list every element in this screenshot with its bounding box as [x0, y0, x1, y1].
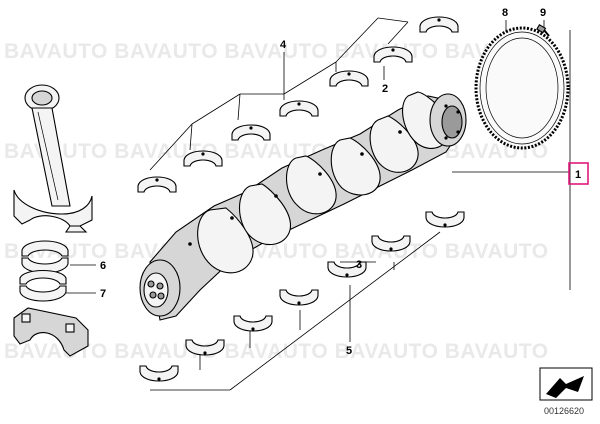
callout-3: 3: [356, 259, 362, 271]
bearing-shell-bottom-1: [425, 211, 465, 228]
document-number: 00126620: [544, 406, 584, 416]
callout-7: 7: [100, 288, 106, 300]
crankshaft: [139, 91, 467, 321]
bearing-shell-top-7: [137, 176, 177, 193]
callout-1: 1: [575, 169, 581, 181]
bearing-shell-bottom-4: [279, 289, 319, 306]
callout-6: 6: [100, 260, 106, 272]
bearing-shell-bottom-2: [371, 235, 411, 252]
callout-9: 9: [540, 7, 546, 19]
rod-bearing-shells-2: [19, 269, 67, 302]
leader-lines: [66, 17, 571, 391]
svg-text:BAVAUTO BAVAUTO BAVAUTO BAVAUT: BAVAUTO BAVAUTO BAVAUTO BAVAUTO BAVAUTO: [4, 140, 549, 163]
bearing-shell-bottom-5: [233, 315, 273, 332]
svg-text:BAVAUTO BAVAUTO BAVAUTO BAVAUT: BAVAUTO BAVAUTO BAVAUTO BAVAUTO BAVAUTO: [4, 40, 549, 63]
bearing-shell-top-3: [329, 70, 369, 87]
screw: [536, 24, 550, 37]
bearing-shell-top-6: [183, 150, 223, 167]
callout-2: 2: [382, 83, 388, 95]
callout-1-highlight[interactable]: 1: [568, 162, 589, 185]
ring-gear: [474, 26, 570, 150]
svg-text:BAVAUTO BAVAUTO BAVAUTO BAVAUT: BAVAUTO BAVAUTO BAVAUTO BAVAUTO BAVAUTO: [4, 240, 549, 263]
bearing-shell-top-5: [231, 124, 271, 141]
callouts: 4 2 3 5 6 7 8 9: [100, 7, 546, 357]
connecting-rod: [13, 84, 93, 233]
highlight-box: [568, 162, 589, 185]
bearing-shell-bottom-7: [139, 365, 179, 382]
bearing-shell-top-1: [419, 16, 459, 33]
bearing-shell-top-4: [279, 100, 319, 117]
bearing-cap: [13, 307, 89, 357]
callout-5: 5: [346, 345, 352, 357]
callout-8: 8: [502, 7, 508, 19]
arrow-icon[interactable]: [539, 367, 593, 401]
callout-4: 4: [280, 39, 287, 51]
